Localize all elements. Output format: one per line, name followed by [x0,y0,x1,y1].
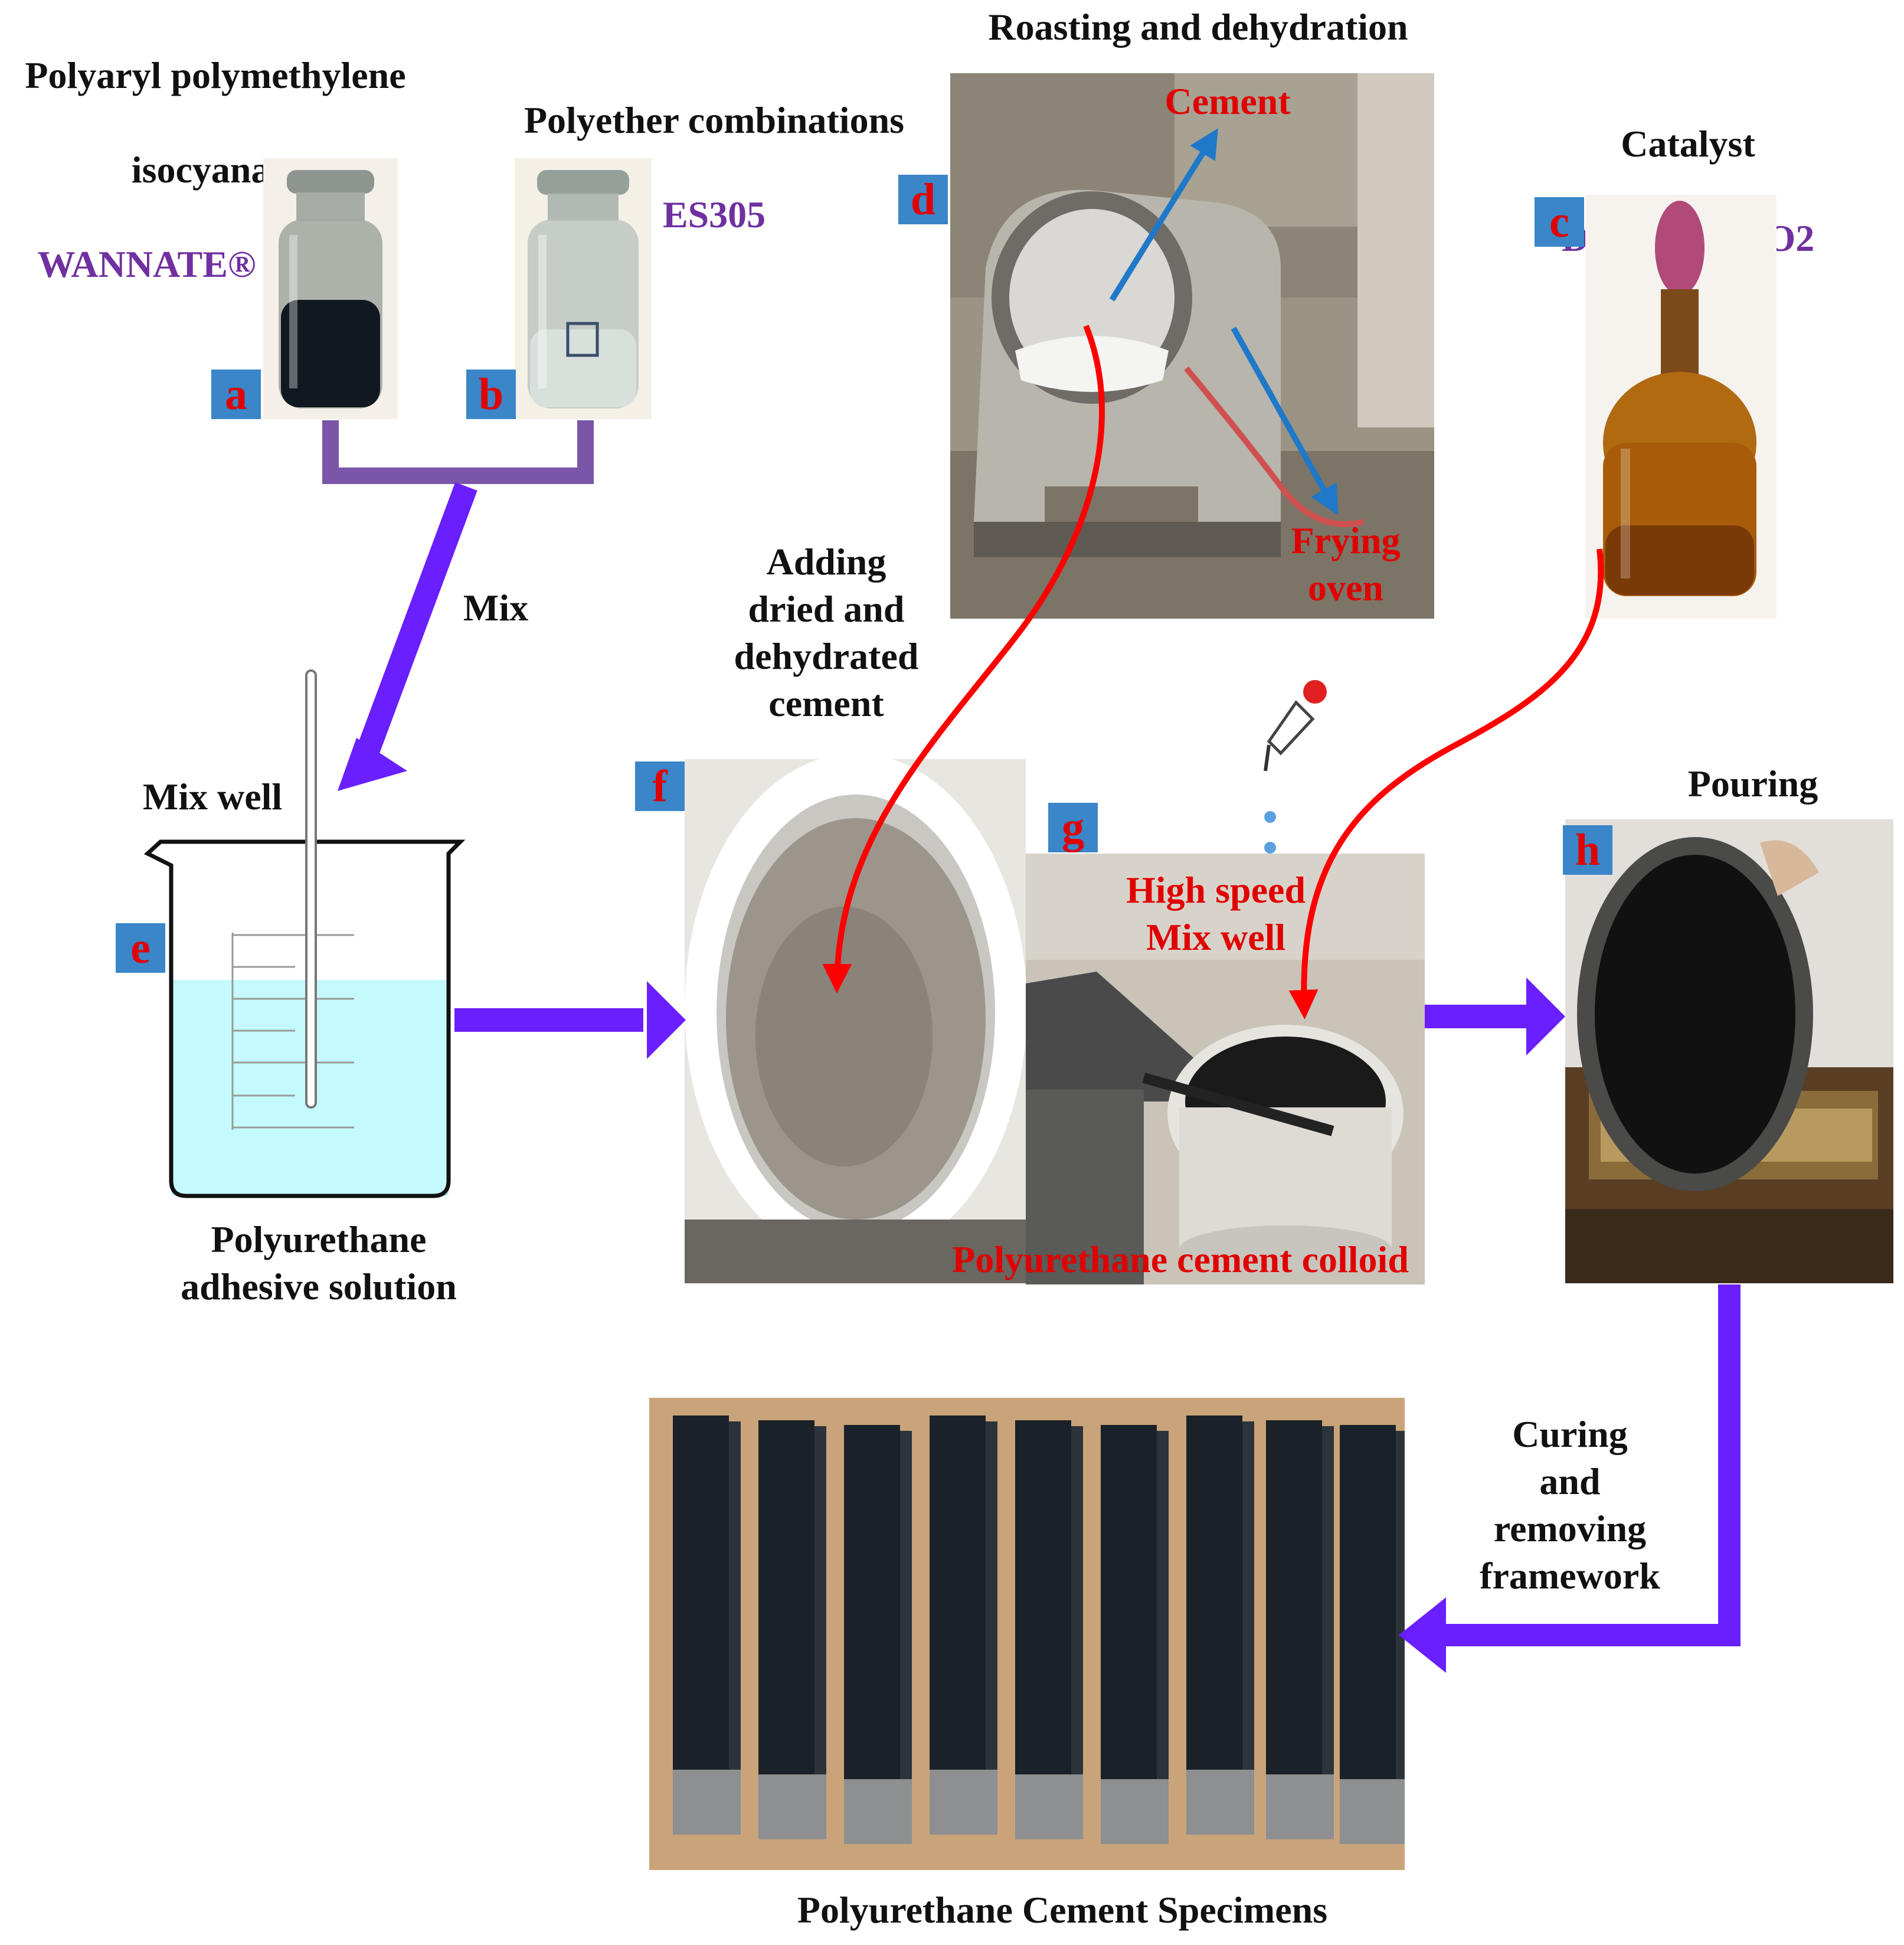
specimen-bar [1015,1420,1083,1839]
step-label-d: d [898,175,948,224]
step-label-c: c [1535,197,1584,247]
photo-isocyanate-jar [263,158,398,419]
beaker-diagram [143,669,466,1198]
polyether-product: ES305 [662,194,766,236]
mix-label: Mix [463,587,529,629]
beaker-liquid [171,980,449,1196]
arrow-mix-head [338,738,407,791]
specimen-bar [844,1425,912,1844]
curing-label: Curing and removing framework [1480,1413,1660,1597]
step-label-f: f [635,761,685,811]
photo-catalyst-bottle [1585,195,1777,619]
arrow-curing-head [1399,1597,1446,1673]
step-label-a: a [211,370,261,419]
photo-polyether-jar [515,158,652,419]
photo-pouring [1565,819,1893,1283]
adhesive-solution-label: Polyurethane adhesive solution [181,1218,457,1307]
polyether-title: Polyether combinations ES305 [496,50,933,286]
stirring-rod [305,669,317,1109]
beaker-scale [231,933,354,1130]
photo-cement-bucket [685,759,1026,1283]
colloid-label: Polyurethane cement colloid [952,1238,1409,1280]
step-label-e: e [116,923,165,973]
dropper-icon [1264,680,1327,854]
cement-label: Cement [1164,80,1291,122]
specimens-title: Polyurethane Cement Specimens [797,1889,1328,1931]
step-label-g: g [1048,803,1098,852]
mix-well-label: Mix well [142,776,283,818]
specimen-bar [930,1416,997,1835]
specimen-bar [673,1416,741,1835]
bracket-a-b [322,420,594,484]
catalyst-title-line1: Catalyst [1621,123,1755,165]
arrow-g-h-head [1526,978,1565,1055]
specimen-bar [1101,1425,1169,1844]
step-label-h: h [1563,825,1612,875]
specimen-bar [1186,1416,1254,1835]
step-label-b: b [466,370,516,419]
polyether-title-line1: Polyether combinations [524,99,905,141]
specimen-bar [1340,1425,1405,1844]
specimen-bar [758,1420,826,1839]
high-speed-label: High speed Mix well [1126,869,1306,958]
specimen-bar [1266,1420,1334,1839]
photo-cement-specimens [649,1398,1405,1870]
isocyanate-title-line1: Polyaryl polymethylene [25,54,406,96]
frying-oven-label: Frying oven [1291,519,1401,609]
adding-cement-label: Adding dried and dehydrated cement [734,541,919,724]
beaker-outline [143,839,466,1198]
arrow-e-f-head [647,981,686,1059]
pouring-title: Pouring [1687,763,1818,805]
roasting-title: Roasting and dehydration [988,6,1408,48]
